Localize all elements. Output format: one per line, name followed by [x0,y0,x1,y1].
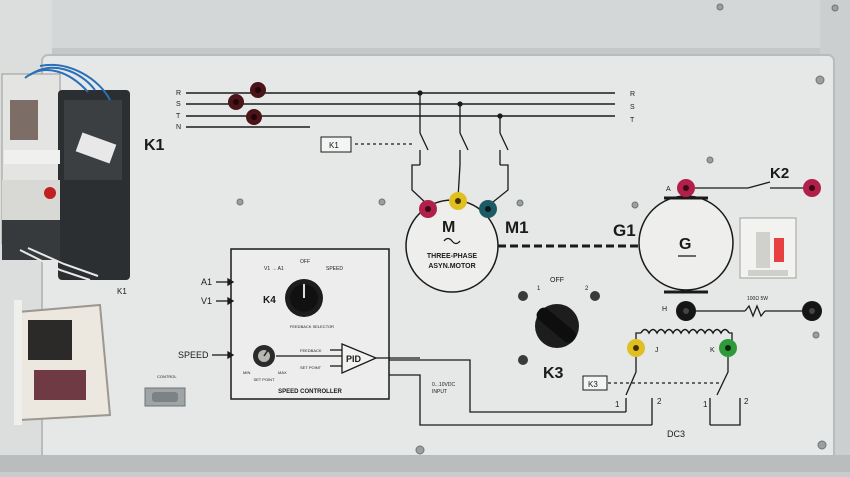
voltage-input-label: 0...10VDC [432,382,455,388]
panel-screws [236,3,839,455]
voltage-input-label-2: INPUT [432,389,447,395]
input-v1-label: V1 [201,296,212,306]
dc3-label: DC3 [667,429,685,439]
dc3-terminal-2b: 2 [744,397,749,406]
input-a1-label: A1 [201,277,212,287]
set-point-potentiometer[interactable] [253,345,275,367]
motor-line2: ASYN.MOTOR [428,263,475,270]
motor-terminal-u[interactable] [419,200,437,218]
k3-selector-knob[interactable] [534,304,579,348]
k3-off-label: OFF [550,277,564,284]
k3-label: K3 [543,365,564,382]
terminal-a-label: A [666,186,671,193]
pid-block [341,343,378,374]
generator-terminal-h[interactable] [676,301,696,321]
dc3-terminal-1a: 1 [615,400,620,409]
top-frame [0,0,850,48]
k3-box-label: K3 [588,380,598,389]
dc3-terminal-2a: 2 [657,397,662,406]
speed-controller-box [230,248,390,400]
k1-label: K1 [144,137,165,154]
contactor-device [1,63,130,281]
k1-coil-box [320,136,352,153]
bus-sockets[interactable] [228,82,266,125]
k3-mount-screw-left [518,291,528,301]
k2-label: K2 [770,165,789,182]
dial-label-v1-a1: V1 → A1 [264,266,284,272]
dial-label-off: OFF [300,259,310,265]
speed-controller-title: SPEED CONTROLLER [278,389,342,395]
generator-terminal-a[interactable] [677,179,695,197]
bus-label-r: R [176,90,181,97]
k3-pos1-label: 1 [537,286,541,292]
bus-label-s-right: S [630,104,635,111]
terminal-k-label: K [710,347,715,354]
field-terminal-j[interactable] [627,339,645,357]
k2-wiring [695,181,805,318]
motor-letter: M [442,219,455,236]
pid-label: PID [346,354,362,364]
dial-label-speed: SPEED [326,266,343,272]
motor-line1: THREE-PHASE [427,253,478,260]
motor-tag: M1 [505,218,529,237]
breaker-terminal-top[interactable] [803,179,821,197]
motor-terminal-w[interactable] [479,200,497,218]
pot-min-label: MIN [243,370,250,375]
field-coil [640,328,730,335]
ac-wave-icon [443,237,461,245]
k3-mount-screw-right [590,291,600,301]
k4-label: K4 [263,295,276,306]
bus-label-t-right: T [630,117,635,124]
pot-set-point-label: SET POINT [253,377,275,382]
terminal-j-label: J [655,347,659,354]
connector-label: CONTROL [157,374,177,379]
k1-sub-label: K1 [117,287,127,296]
input-arrows [212,277,235,360]
pot-max-label: MAX [278,370,287,375]
motor-terminal-v[interactable] [449,192,467,210]
bus-label-s: S [176,101,181,108]
dial-label-feedback-selector: FEEDBACK SELECTOR [290,324,334,329]
k1-coil-label: K1 [329,141,339,150]
k3-pos2-label: 2 [585,286,589,292]
db-connector[interactable] [144,387,186,407]
dc3-terminal-1b: 1 [703,400,708,409]
bottom-frame [0,455,850,472]
feedback-text: FEEDBACK [300,348,322,353]
bus-label-r-right: R [630,91,635,98]
set-point-text: SET POINT [300,365,322,370]
field-terminal-k[interactable] [719,339,737,357]
resistor-label: 100Ω 5W [747,296,768,302]
pid-wiring [276,349,420,367]
k3-box [582,375,608,391]
bus-label-t: T [176,113,181,120]
bus-label-n: N [176,124,181,131]
breaker-terminal-bottom[interactable] [802,301,822,321]
k4-feedback-knob[interactable] [285,279,323,317]
k3-contacts [380,357,741,426]
generator-letter: G [679,236,691,253]
power-socket [14,300,112,425]
terminal-h-label: H [662,306,667,313]
input-speed-label: SPEED [178,350,209,360]
circuit-breaker-k2[interactable] [739,217,797,279]
generator-tag: G1 [613,221,636,240]
k3-mount-screw-bottom [518,355,528,365]
